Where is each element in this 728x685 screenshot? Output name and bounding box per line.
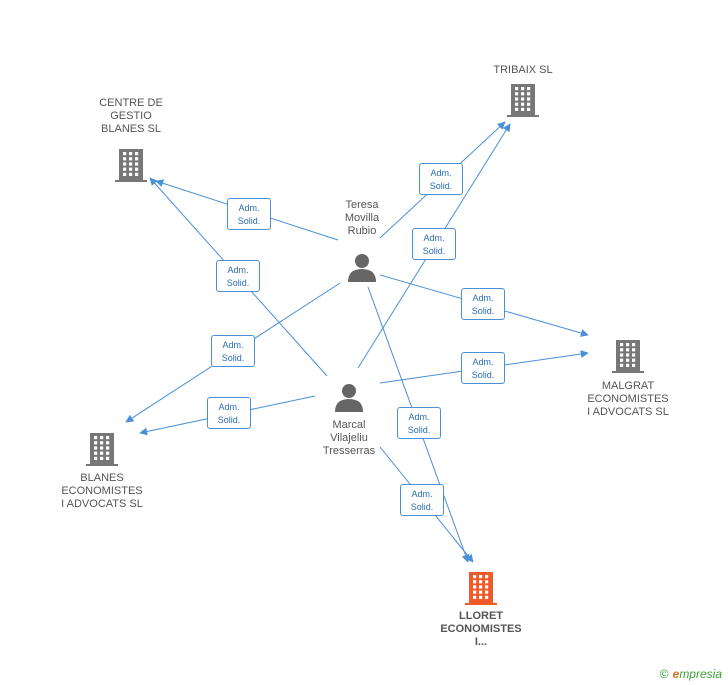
edge-label-marcal-blanes[interactable]: Adm. Solid. <box>207 397 251 429</box>
building-icon-lloret[interactable] <box>465 572 497 605</box>
copyright-symbol: © <box>659 667 669 681</box>
edge-label-marcal-centre[interactable]: Adm. Solid. <box>216 260 260 292</box>
building-icon-malgrat[interactable] <box>612 340 644 373</box>
edge-label-teresa-centre[interactable]: Adm. Solid. <box>227 198 271 230</box>
footer-brand: ©empresia <box>660 667 722 681</box>
person-icon-marcal[interactable] <box>335 384 363 412</box>
company-label-malgrat[interactable]: MALGRAT ECONOMISTES I ADVOCATS SL <box>587 380 669 418</box>
person-icon-teresa[interactable] <box>348 254 376 282</box>
edge-label-marcal-lloret[interactable]: Adm. Solid. <box>400 484 444 516</box>
company-label-tribaix[interactable]: TRIBAIX SL <box>493 64 553 76</box>
edge-label-teresa-malgrat[interactable]: Adm. Solid. <box>461 288 505 320</box>
brand-logo-text: mpresia <box>679 667 722 681</box>
person-label-teresa[interactable]: Teresa Movilla Rubio <box>344 199 380 237</box>
edge-label-teresa-lloret[interactable]: Adm. Solid. <box>397 407 441 439</box>
building-icon-centre[interactable] <box>115 149 147 182</box>
person-label-marcal[interactable]: Marcal Vilajeliu Tresserras <box>322 419 376 457</box>
company-label-centre[interactable]: CENTRE DE GESTIO BLANES SL <box>99 97 163 135</box>
nodes-layer <box>86 84 644 605</box>
edge-label-marcal-malgrat[interactable]: Adm. Solid. <box>461 352 505 384</box>
company-label-lloret[interactable]: LLORET ECONOMISTES I... <box>440 610 522 648</box>
building-icon-tribaix[interactable] <box>507 84 539 117</box>
edge-label-teresa-blanes[interactable]: Adm. Solid. <box>211 335 255 367</box>
brand-logo-initial: e <box>672 667 680 681</box>
building-icon-blanes[interactable] <box>86 433 118 466</box>
edge-label-teresa-tribaix[interactable]: Adm. Solid. <box>419 163 463 195</box>
company-label-blanes[interactable]: BLANES ECONOMISTES I ADVOCATS SL <box>61 472 143 510</box>
edges-layer <box>125 121 589 563</box>
edge-label-marcal-tribaix[interactable]: Adm. Solid. <box>412 228 456 260</box>
